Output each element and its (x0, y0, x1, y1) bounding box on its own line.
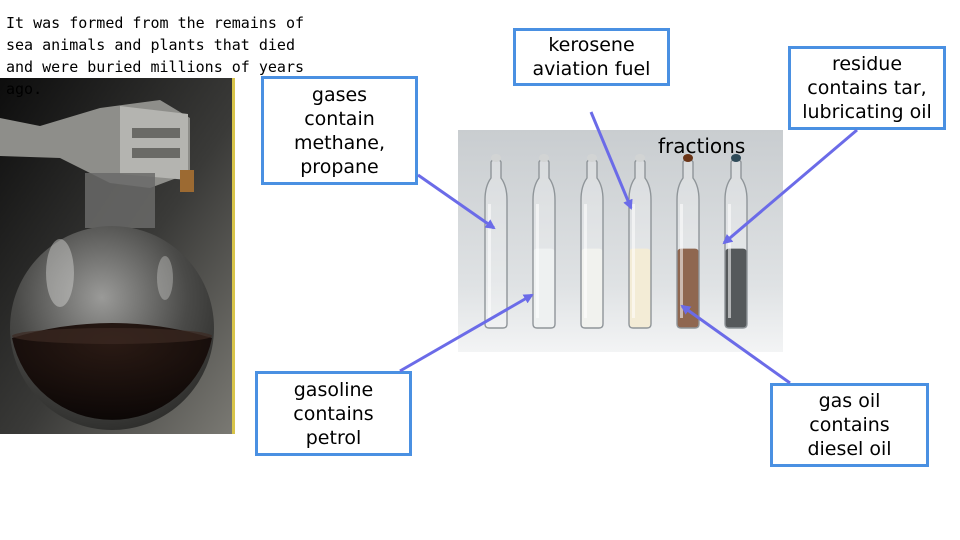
kerosene-label-box: kerosene aviation fuel (513, 28, 670, 86)
residue-line-3: lubricating oil (802, 101, 932, 123)
gas-oil-line-3: diesel oil (807, 438, 892, 460)
gas-oil-line-2: contains (809, 414, 890, 436)
residue-line-1: residue (831, 53, 903, 75)
kerosene-line-2: aviation fuel (532, 58, 651, 80)
gases-line-3: methane, (293, 131, 386, 154)
gasoline-line-2: contains (293, 402, 374, 425)
gasoline-line-1: gasoline (293, 378, 374, 401)
vial-seal (539, 154, 549, 162)
gases-line-2: contain (304, 107, 375, 130)
fractions-label: fractions (658, 134, 746, 158)
gases-line-1: gases (311, 83, 368, 106)
kerosene-line-1: kerosene (548, 34, 635, 56)
crude-oil-flask-photo (0, 78, 235, 434)
gasoline-line-3: petrol (305, 426, 362, 449)
vial-highlight (536, 204, 539, 318)
intro-text: It was formed from the remains of sea an… (6, 14, 305, 98)
fraction-vials-photo (458, 130, 783, 352)
gas-oil-line-1: gas oil (818, 390, 881, 412)
gas-oil-label-box: gas oil contains diesel oil (770, 383, 929, 467)
gasoline-label-box: gasoline contains petrol (255, 371, 412, 456)
vial-seal (491, 154, 501, 162)
gases-label-box: gases contain methane, propane (261, 76, 418, 185)
vial-naphtha (580, 154, 604, 329)
vial-seal (683, 154, 693, 162)
vial-kerosene (628, 154, 652, 329)
vial-seal (635, 154, 645, 162)
vial-highlight (632, 204, 635, 318)
vial-highlight (584, 204, 587, 318)
vial-seal (587, 154, 597, 162)
residue-label-box: residue contains tar, lubricating oil (788, 46, 946, 130)
vial-highlight (680, 204, 683, 318)
vial-highlight (488, 204, 491, 318)
vial-highlight (728, 204, 731, 318)
residue-line-2: contains tar, (807, 77, 927, 99)
vial-gasoline (532, 154, 556, 329)
gases-line-4: propane (300, 155, 379, 178)
